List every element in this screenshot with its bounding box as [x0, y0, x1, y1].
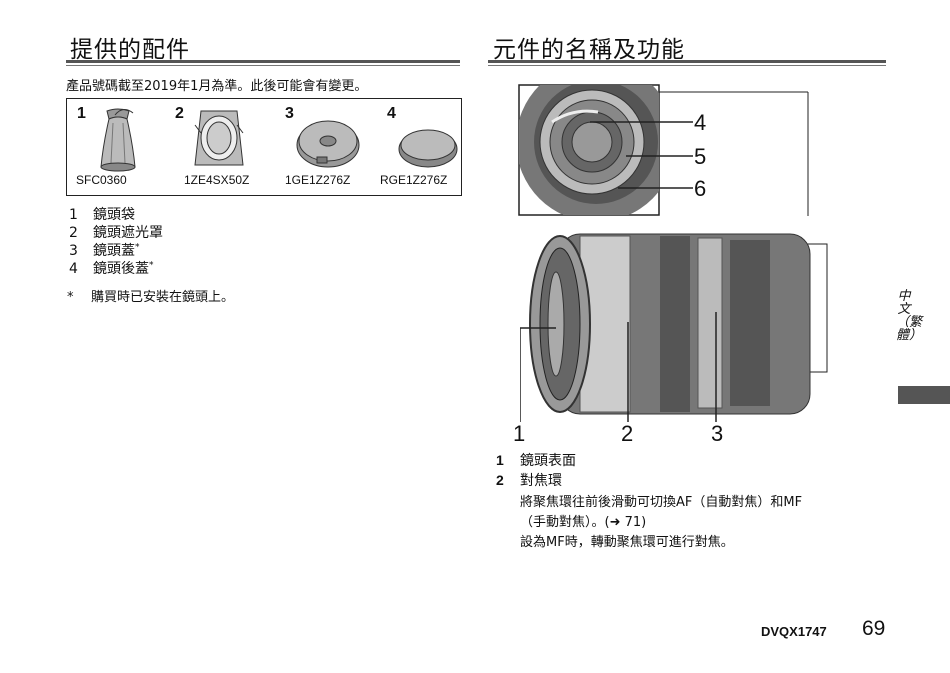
accessory-number-2: 2: [175, 105, 184, 122]
callout-number: 3: [711, 421, 724, 446]
callout-number: 2: [621, 421, 634, 446]
model-number: DVQX1747: [761, 624, 827, 639]
title-rule-thin: [488, 65, 886, 66]
title-rule-thin: [66, 65, 460, 66]
accessory-number-1: 1: [77, 105, 86, 122]
title-rule: [66, 60, 460, 63]
lens-pouch-image: [100, 108, 136, 172]
rear-cap-image: [398, 129, 458, 168]
focus-ring-description: （手動對焦）。(➜ 71): [520, 515, 647, 530]
accessory-code-4: RGE1Z276Z: [380, 173, 448, 187]
lens-hood-image: [194, 110, 244, 166]
callout-number: 4: [694, 110, 707, 135]
callout-number: 5: [694, 144, 707, 169]
footnote: *購買時已安裝在鏡頭上。: [67, 290, 235, 305]
lens-mount-diagram: [518, 84, 809, 216]
title-rule: [488, 60, 886, 63]
accessory-number-3: 3: [285, 105, 294, 122]
callout-number: 6: [694, 176, 707, 201]
language-tab-label: 中文（繁體）: [896, 289, 923, 343]
accessory-number-4: 4: [387, 105, 396, 122]
accessories-box: 1 2 3 4 SFC0360 1ZE4SX50Z 1GE1Z276Z RGE1…: [66, 98, 462, 196]
page-number: 69: [862, 617, 886, 640]
accessory-code-1: SFC0360: [76, 173, 127, 187]
accessory-code-2: 1ZE4SX50Z: [184, 173, 250, 187]
accessory-code-3: 1GE1Z276Z: [285, 173, 351, 187]
product-number-note: 產品號碼截至2019年1月為準。此後可能會有變更。: [66, 79, 368, 94]
lens-cap-image: [296, 120, 360, 168]
section-title-accessories: 提供的配件: [70, 37, 190, 63]
language-tab-marker: [898, 386, 950, 404]
callout-number: 1: [513, 421, 526, 446]
focus-ring-description: 將聚焦環往前後滑動可切換AF（自動對焦）和MF: [520, 495, 803, 510]
section-title-part-names: 元件的名稱及功能: [493, 37, 685, 63]
focus-ring-description: 設為MF時，轉動聚焦環可進行對焦。: [520, 535, 734, 550]
lens-side-diagram: [520, 233, 828, 422]
